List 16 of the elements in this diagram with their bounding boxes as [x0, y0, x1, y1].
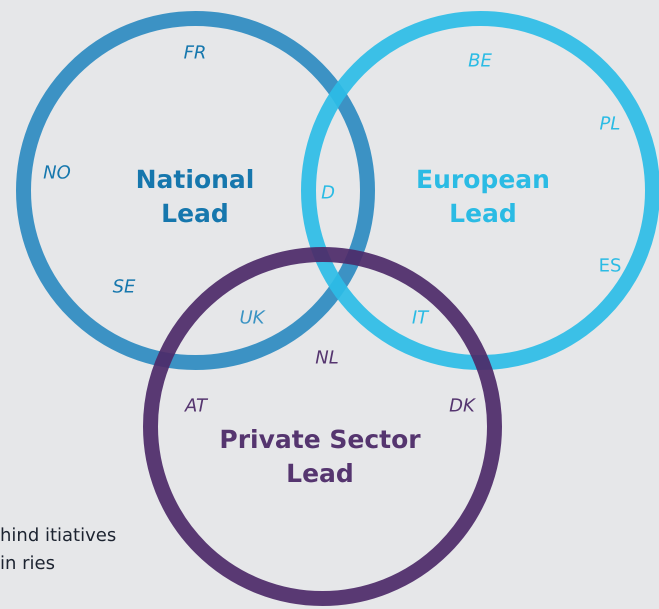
country-code: D — [321, 182, 335, 204]
country-code: DK — [449, 396, 475, 416]
set-heading: Private Sector Lead — [218, 424, 422, 490]
country-code: AT — [185, 396, 207, 416]
set-heading: European Lead — [415, 164, 551, 230]
country-code: SE — [112, 276, 136, 298]
country-code: NO — [43, 162, 71, 184]
note-text: hind itiatives in ries — [0, 524, 118, 576]
country-code: NL — [315, 348, 339, 368]
country-code: PL — [600, 114, 620, 134]
country-code: BE — [468, 50, 492, 72]
country-code: FR — [184, 42, 206, 64]
country-code: UK — [240, 308, 264, 328]
country-code: ES — [598, 256, 622, 276]
country-code: IT — [412, 308, 428, 328]
set-heading: National Lead — [134, 164, 256, 230]
